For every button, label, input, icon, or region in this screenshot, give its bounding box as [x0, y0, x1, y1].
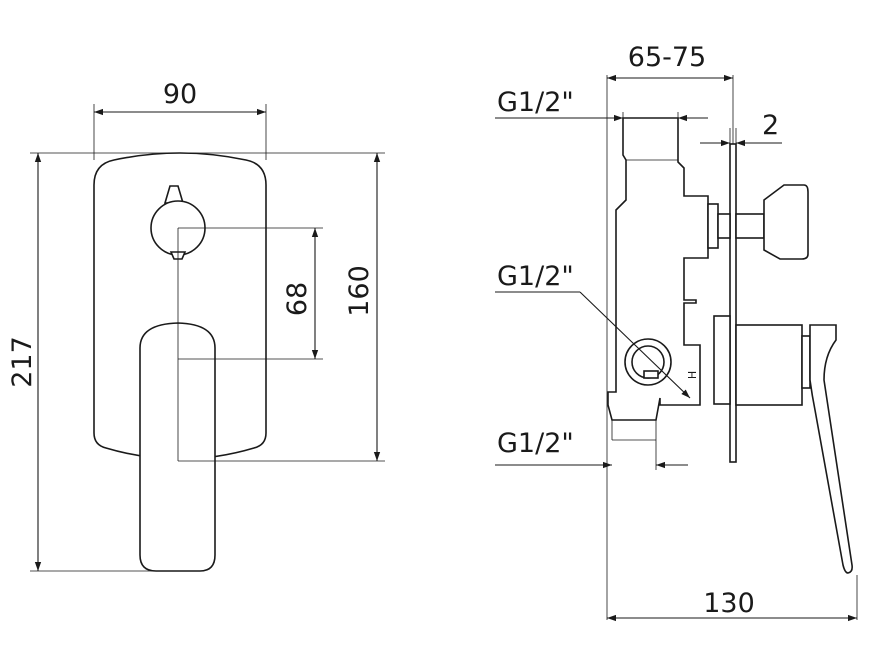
connection-middle-label: G1/2"	[497, 261, 574, 292]
lever-handle	[139, 322, 216, 572]
plate-thickness-label: 2	[762, 110, 779, 141]
plate-height-label: 160	[344, 265, 375, 317]
total-depth-label: 130	[703, 588, 755, 619]
diverter-knob-side	[707, 184, 809, 260]
side-view: H 65-75 G1/2" 2 G1/2" G1/2" 130	[495, 42, 858, 622]
wall-plate	[729, 143, 737, 463]
connection-top-label: G1/2"	[497, 87, 574, 118]
connection-bottom-label: G1/2"	[497, 428, 574, 459]
front-view: 90 217 160 68	[7, 79, 385, 572]
width-label: 90	[163, 79, 197, 110]
overall-height-label: 217	[7, 336, 38, 388]
lever-side	[713, 315, 853, 574]
depth-label: 65-75	[628, 42, 706, 73]
cover-plate	[93, 152, 267, 460]
hot-marker: H	[686, 371, 699, 379]
spacing-label: 68	[282, 282, 313, 316]
hot-inlet	[624, 338, 672, 386]
